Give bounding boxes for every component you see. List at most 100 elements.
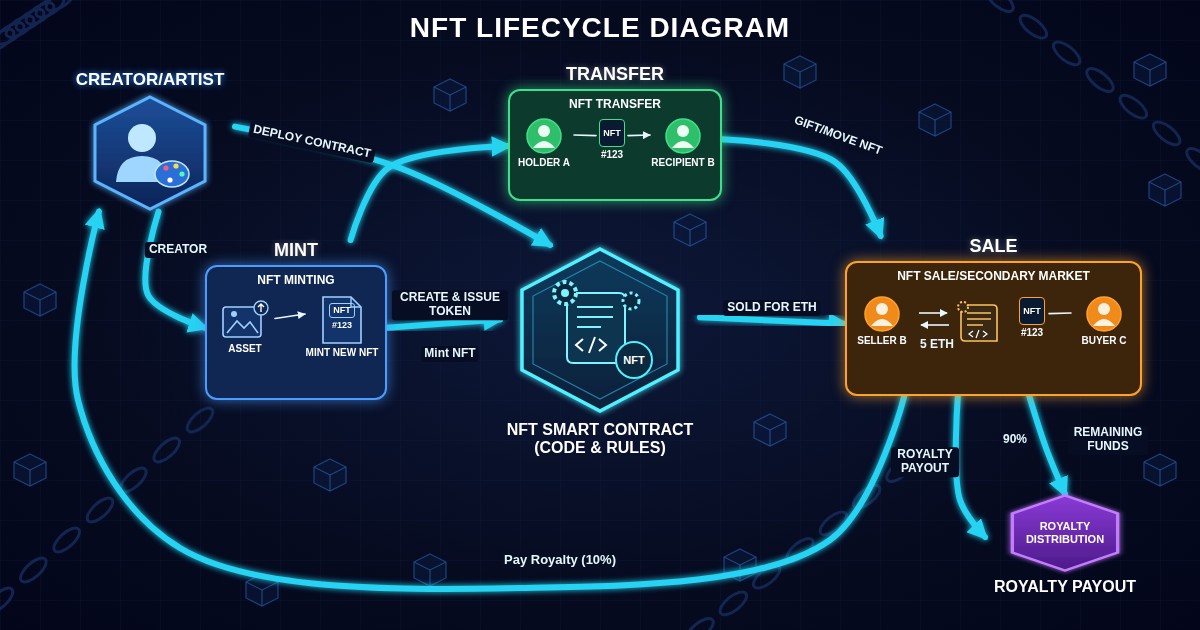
drawing-part	[754, 414, 786, 446]
drawing-part	[876, 303, 888, 315]
note-label: 90%	[1000, 432, 1030, 448]
asset-icon	[220, 299, 270, 341]
asset-node: ASSET	[215, 299, 275, 355]
badge-text: NFT	[1023, 306, 1041, 316]
person-icon	[1085, 295, 1123, 333]
drawing-part	[919, 104, 951, 136]
person-node: HOLDER A	[514, 117, 574, 169]
person-label: SELLER B	[851, 335, 913, 347]
drawing-part	[538, 125, 550, 137]
panel-title: NFT SALE/SECONDARY MARKET	[847, 263, 1140, 284]
drawing-part	[227, 321, 258, 333]
diagram-title: NFT LIFECYCLE DIAGRAM	[0, 12, 1200, 44]
royalty-hexagon: ROYALTY DISTRIBUTIONROYALTY PAYOUT	[985, 494, 1145, 596]
drawing-part	[674, 214, 706, 246]
drawing-part	[967, 313, 991, 325]
panel-heading: SALE	[845, 236, 1142, 257]
drawing-part	[314, 467, 346, 491]
drawing-part	[754, 414, 786, 446]
drawing-part	[14, 462, 46, 486]
drawing-part	[683, 615, 717, 630]
edge-label: CREATE & ISSUE TOKEN	[392, 290, 508, 320]
drawing-part	[1150, 118, 1184, 149]
nft-badge: NFT	[599, 119, 625, 147]
drawing-part	[784, 64, 816, 88]
edge-label: REMAINING FUNDS	[1068, 425, 1148, 455]
drawing-part	[1149, 182, 1181, 206]
creator-hexagon: CREATOR/ARTIST	[65, 70, 235, 212]
drawing-part	[183, 404, 216, 436]
token-id: #123	[596, 149, 628, 161]
drawing-part	[95, 97, 205, 209]
drawing-part	[677, 125, 689, 137]
drawing-part	[522, 249, 678, 411]
drawing-part	[919, 104, 951, 136]
drawing-part	[0, 584, 17, 616]
drawing-part	[1083, 65, 1117, 96]
person-icon	[664, 117, 702, 155]
minted-nft: NFT#123MINT NEW NFT	[305, 295, 379, 359]
flow-arrow	[387, 319, 500, 327]
drawing-part	[919, 112, 951, 136]
drawing-part	[871, 319, 893, 326]
edge-label: GIFT/MOVE NFT	[788, 111, 888, 160]
node-heading: CREATOR/ARTIST	[65, 70, 235, 90]
stage-panel: SALENFT SALE/SECONDARY MARKETSELLER BNFT…	[845, 236, 1142, 396]
flow-arrow	[722, 139, 881, 236]
flow-arrow	[75, 212, 905, 589]
drawing-part	[716, 588, 750, 619]
drawing-part	[1116, 91, 1150, 122]
drawing-part	[533, 261, 667, 399]
drawing-part	[969, 330, 987, 338]
drawing-part	[1093, 319, 1115, 326]
person-icon	[525, 117, 563, 155]
drawing-part	[50, 524, 83, 556]
drawing-part	[784, 56, 816, 88]
drawing-part	[1149, 174, 1181, 206]
flow-arrow	[235, 127, 550, 245]
panel-box: NFT SALE/SECONDARY MARKET SELLER B NFT #123…	[845, 261, 1142, 396]
badge-text: NFT	[623, 354, 644, 367]
edge-label: SOLD FOR ETH	[723, 300, 820, 316]
drawing-part	[1016, 11, 1050, 42]
drawing-part	[24, 292, 56, 316]
flow-arrow	[145, 212, 205, 328]
link-line	[574, 134, 596, 136]
person-node: SELLER B	[851, 295, 913, 347]
drawing-part	[527, 119, 561, 153]
panel-box: NFT TRANSFERHOLDER ANFT#123RECIPIENT B	[508, 89, 722, 201]
drawing-part	[1183, 145, 1200, 176]
nft-token: NFT #123	[1015, 297, 1049, 339]
contract-hexagon: NFTNFT SMART CONTRACT (CODE & RULES)	[500, 245, 700, 458]
drawing-part	[561, 289, 569, 297]
person-label: RECIPIENT B	[650, 157, 716, 169]
drawing-part	[1134, 54, 1166, 86]
flow-arrow	[1029, 396, 1065, 494]
drawing-part	[163, 165, 168, 170]
hexagon-outline	[90, 94, 210, 212]
drawing-part	[672, 141, 694, 148]
badge-text: NFT	[333, 305, 351, 315]
token-id: #123	[1015, 327, 1049, 339]
drawing-part	[1144, 454, 1176, 486]
drawing-part	[1144, 462, 1176, 486]
person-node: RECIPIENT B	[650, 117, 716, 169]
drawing-part	[155, 161, 189, 187]
drawing-part	[179, 171, 184, 176]
drawing-part	[83, 494, 116, 526]
nft-badge: NFT	[615, 341, 653, 379]
link-line	[275, 314, 305, 318]
drawing-part	[1149, 174, 1181, 206]
nft-badge: NFT	[1019, 297, 1045, 325]
drawing-part	[14, 454, 46, 486]
panel-heading: MINT	[205, 240, 387, 261]
nft-badge: NFT	[329, 303, 355, 318]
badge-text: NFT	[603, 128, 621, 138]
drawing-part	[434, 87, 466, 111]
drawing-part	[754, 422, 786, 446]
edge-label: ROYALTY PAYOUT	[891, 447, 959, 477]
drawing-part	[173, 163, 178, 168]
